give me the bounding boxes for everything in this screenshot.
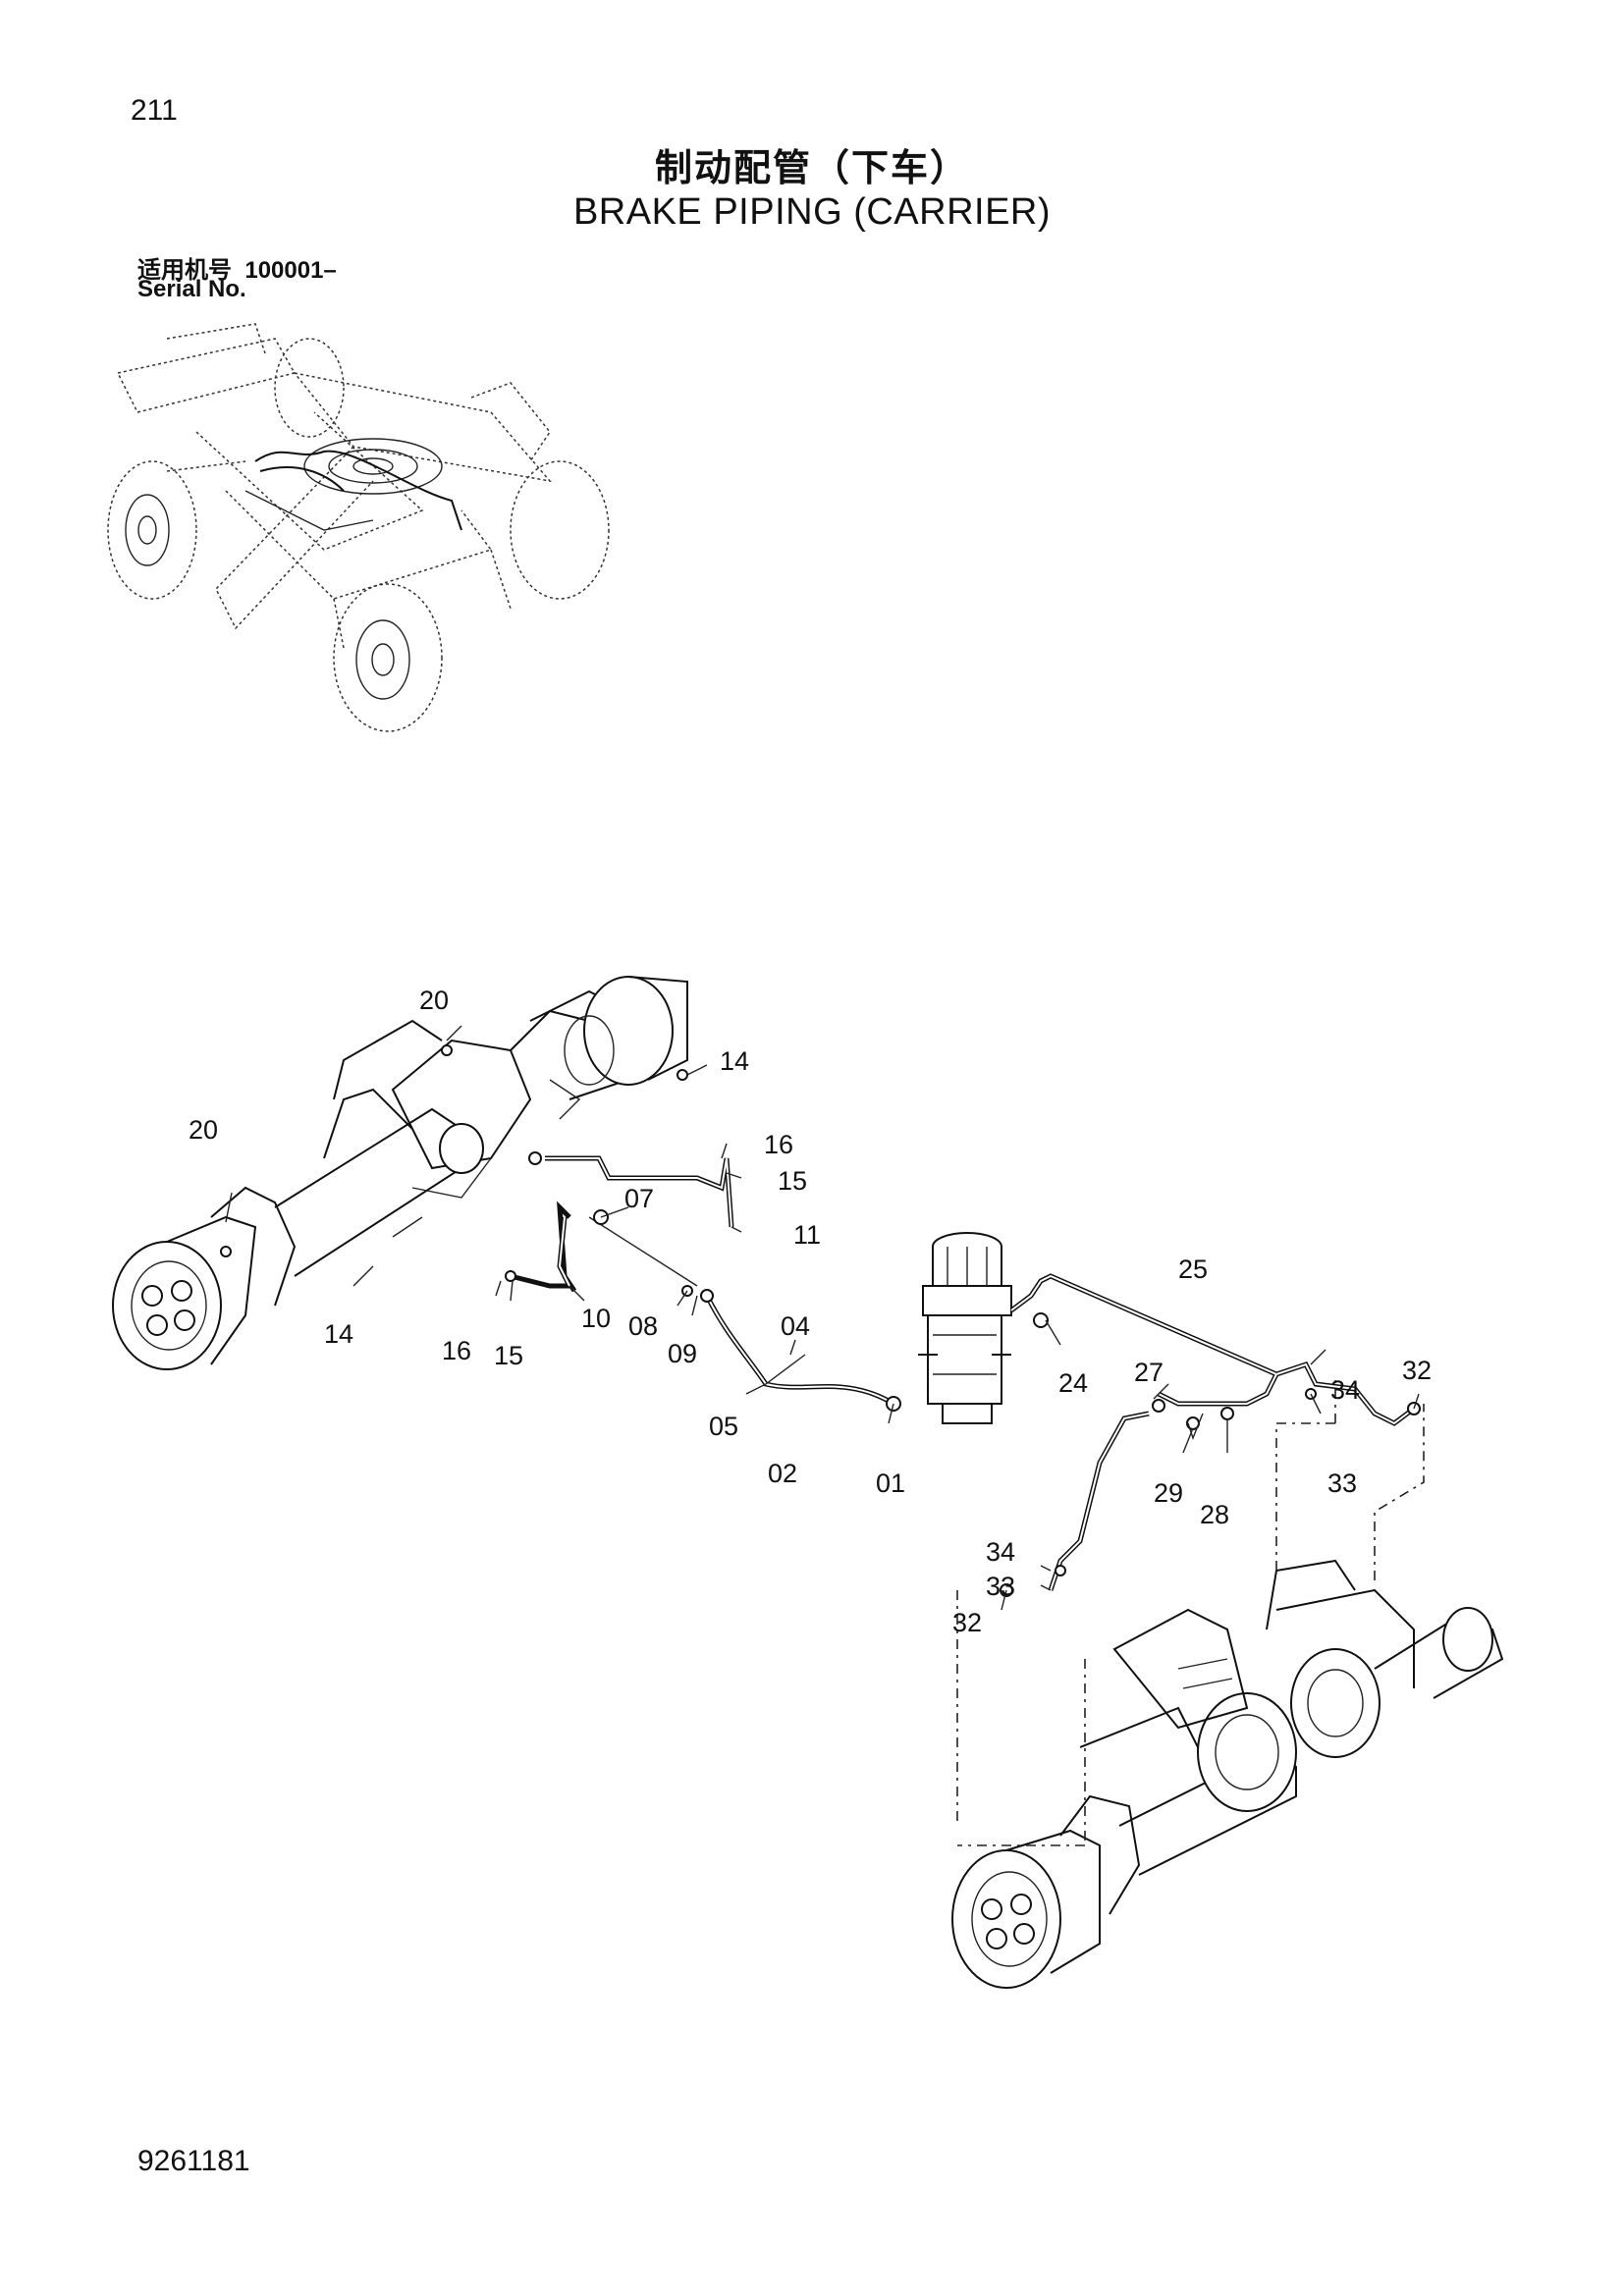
- callout-01: 01: [876, 1468, 905, 1498]
- callout-07: 07: [624, 1184, 654, 1213]
- callout-04: 04: [781, 1311, 810, 1341]
- callout-10: 10: [581, 1304, 611, 1333]
- page-title-english: BRAKE PIPING (CARRIER): [572, 191, 1052, 233]
- callout-16-upper: 16: [764, 1130, 793, 1159]
- callout-32-right: 32: [1402, 1356, 1432, 1385]
- callout-29: 29: [1154, 1478, 1183, 1508]
- callout-15-upper: 15: [778, 1166, 807, 1196]
- callout-28: 28: [1200, 1500, 1229, 1529]
- callout-14-lower: 14: [324, 1319, 353, 1349]
- callout-leaders: [225, 1025, 1420, 1611]
- wheel-front-left: [107, 460, 197, 600]
- wheel-front-right: [333, 583, 443, 732]
- callout-labels: 20 14 20 16 15 11 07 14 10 16 15 08 09 0…: [189, 986, 1432, 1637]
- center-swivel-joint: [918, 1232, 1012, 1424]
- callout-34-right: 34: [1330, 1375, 1360, 1405]
- callout-15-lower: 15: [494, 1341, 523, 1370]
- callout-08: 08: [628, 1311, 658, 1341]
- callout-33-left: 33: [986, 1572, 1015, 1601]
- serial-number: 100001–: [244, 257, 337, 284]
- front-axle-assembly: [112, 976, 688, 1370]
- callout-05: 05: [709, 1412, 738, 1441]
- page-number: 211: [131, 94, 178, 127]
- rear-axle-assembly: [951, 1374, 1504, 1989]
- wheel-rear-left: [274, 338, 345, 438]
- carrier-overview-illustration: [107, 323, 610, 732]
- wheel-rear-right: [510, 460, 610, 600]
- turntable-ring: [303, 438, 443, 495]
- callout-09: 09: [668, 1339, 697, 1368]
- serial-number-line: 适用机号 100001–: [137, 250, 337, 285]
- callout-32-left: 32: [952, 1608, 982, 1637]
- callout-14-upper: 14: [720, 1046, 749, 1076]
- callout-02: 02: [768, 1459, 797, 1488]
- callout-25: 25: [1178, 1255, 1208, 1284]
- serial-label-chinese: 适用机号: [137, 257, 232, 284]
- callout-20-upper: 20: [419, 986, 449, 1015]
- document-code: 9261181: [137, 2145, 250, 2177]
- callout-34-left: 34: [986, 1537, 1015, 1567]
- serial-label-english: Serial No.: [137, 276, 246, 302]
- callout-27: 27: [1134, 1358, 1164, 1387]
- callout-24: 24: [1058, 1368, 1088, 1398]
- callout-11: 11: [793, 1220, 821, 1250]
- page-title-chinese: 制动配管（下车）: [654, 148, 969, 189]
- callout-20-left: 20: [189, 1115, 218, 1145]
- callout-16-lower: 16: [442, 1336, 471, 1365]
- callout-33-right: 33: [1327, 1468, 1357, 1498]
